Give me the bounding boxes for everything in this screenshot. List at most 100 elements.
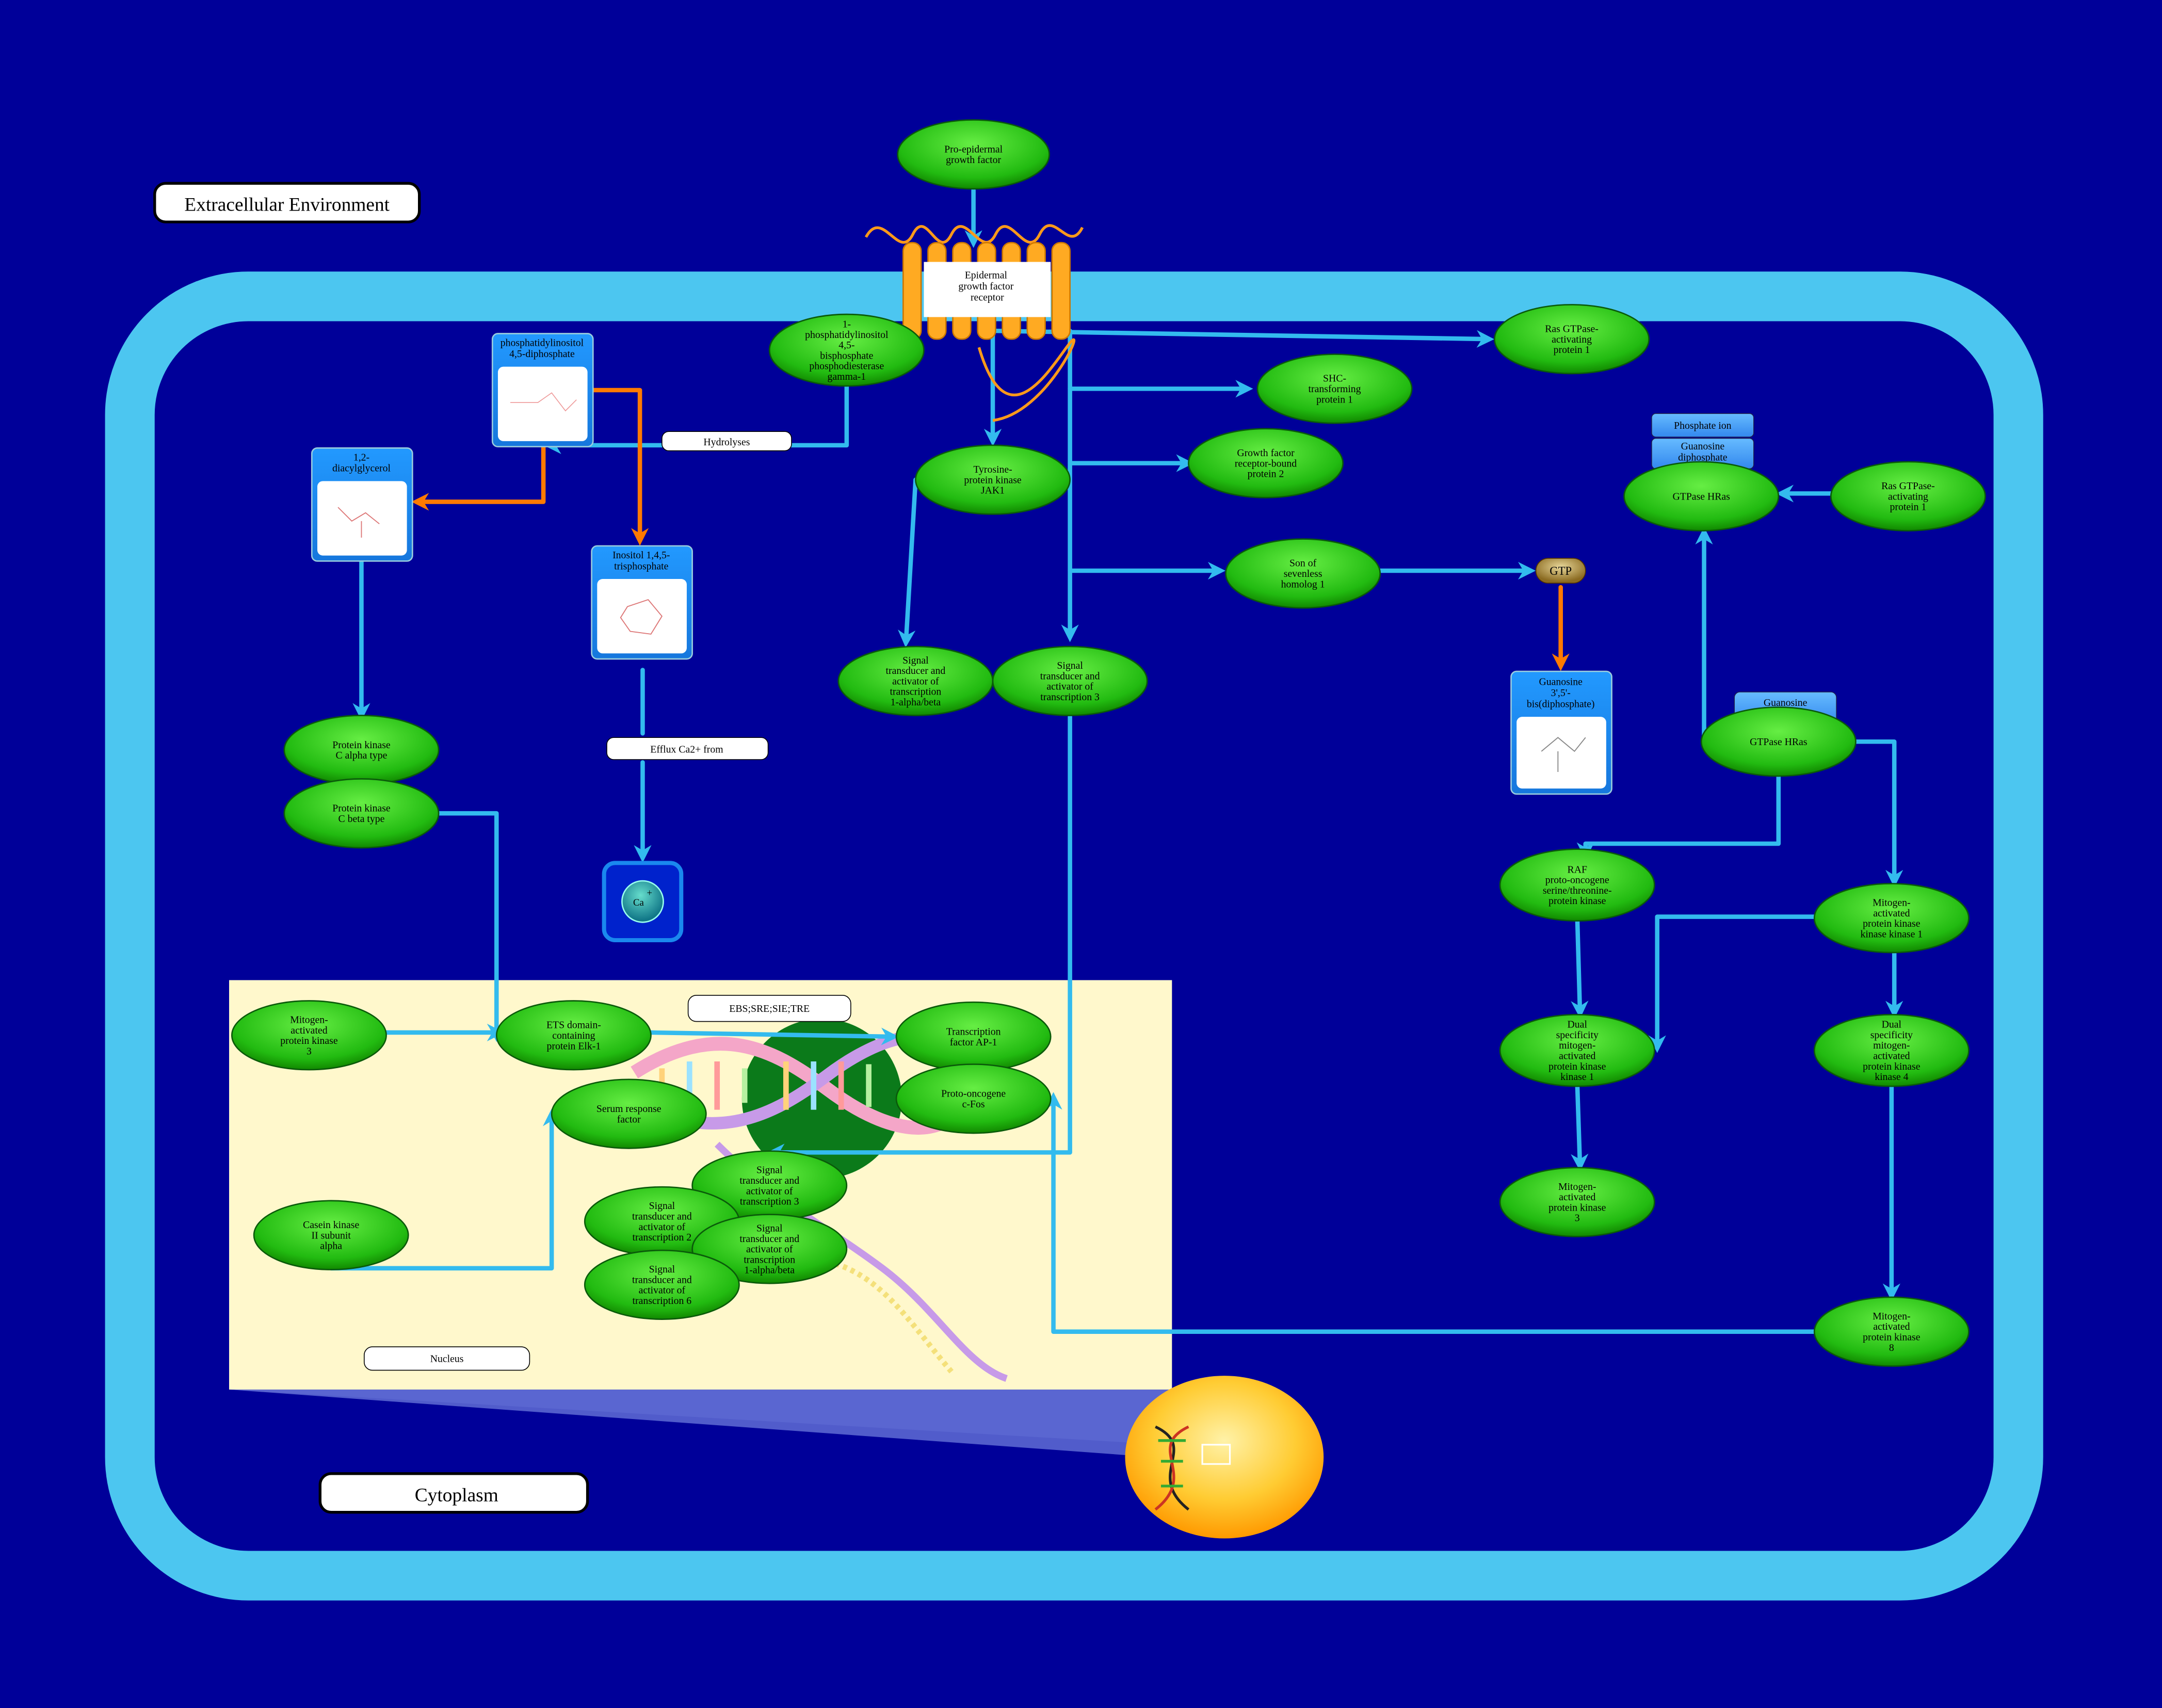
egfr-label: Epidermal growth factor receptor [958, 270, 1016, 303]
svg-text:EBS;SRE;SIE;TRE: EBS;SRE;SIE;TRE [729, 1003, 810, 1014]
zoom-wedge-lower [229, 1389, 1248, 1464]
protein-hras-mid: GTPase HRas [1700, 706, 1857, 777]
dna-helix-icon [1154, 1425, 1190, 1511]
arrows-orange [411, 388, 1570, 671]
svg-text:Nucleus: Nucleus [430, 1353, 464, 1364]
svg-text:Hydrolyses: Hydrolyses [703, 437, 750, 448]
svg-text:Inositol 1,4,5-trisphosphate: Inositol 1,4,5-trisphosphate [612, 550, 670, 572]
nucleus-label: Nucleus [364, 1346, 530, 1371]
calcium-ion: Ca + [602, 861, 684, 942]
ip3-card: Inositol 1,4,5-trisphosphate [591, 545, 693, 660]
protein-label: GTPase HRas [1750, 736, 1807, 748]
gtp-molecule: GTP [1535, 558, 1586, 584]
pip2-structure-icon [510, 392, 577, 412]
svg-text:+: + [647, 888, 653, 898]
ebs-label: EBS;SRE;SIE;TRE [687, 995, 851, 1022]
svg-text:Phosphate ion: Phosphate ion [1674, 420, 1731, 431]
svg-text:Efflux Ca2+ from: Efflux Ca2+ from [650, 744, 723, 755]
ip3-structure-icon [620, 599, 663, 635]
protein-hras-top: GTPase HRas [1623, 461, 1780, 531]
zoom-box [1201, 1444, 1231, 1465]
extracellular-text: Extracellular Environment [184, 195, 390, 216]
hydrolyses-label: Hydrolyses [661, 431, 792, 452]
cytoplasm-label: Cytoplasm [318, 1472, 589, 1514]
dag-structure-icon [337, 507, 380, 538]
svg-text:GTP: GTP [1550, 565, 1572, 577]
nucleus-body [1125, 1376, 1324, 1539]
phosphate-ion: Phosphate ion [1651, 413, 1754, 438]
cytoplasm-text: Cytoplasm [415, 1485, 498, 1506]
arrows [329, 188, 1903, 1334]
egfr-receptor: Epidermal growth factor receptor [864, 224, 1084, 422]
svg-text:Ca: Ca [633, 897, 644, 908]
cell-membrane [105, 271, 2043, 1601]
dag-card: 1,2-diacylglycerol [311, 447, 413, 562]
svg-text:1,2-diacylglycerol: 1,2-diacylglycerol [332, 452, 391, 474]
efflux-label: Efflux Ca2+ from [606, 737, 769, 760]
ppgpp-structure-icon [1541, 737, 1586, 772]
